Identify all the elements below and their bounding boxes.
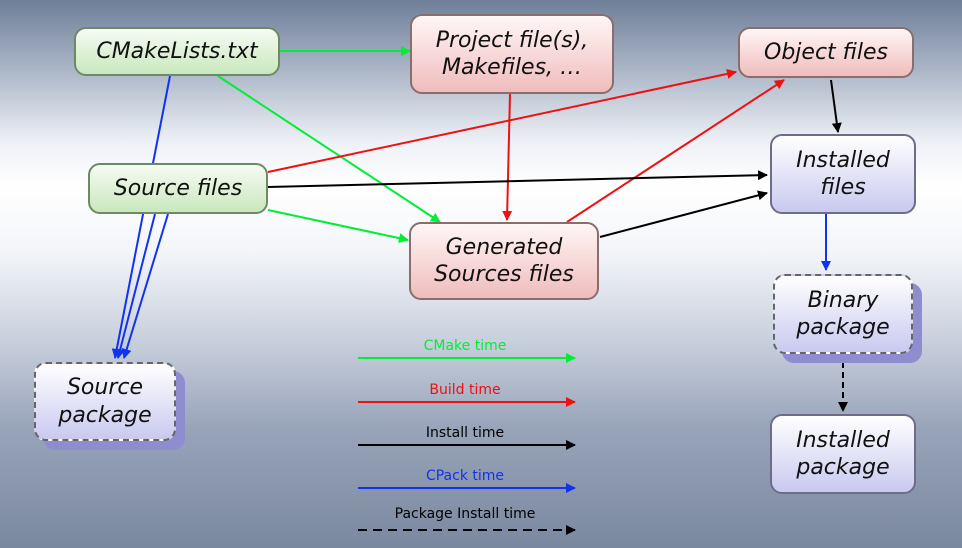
node-installed-package-line-2: package [796, 455, 890, 480]
edge-source-to-source-package-b [121, 213, 169, 359]
node-installed-files-line-2: files [820, 175, 866, 200]
edge-generated-to-installed [599, 190, 768, 238]
node-object-files: Object files [738, 27, 914, 78]
node-project-files-line-1: Project file(s), [435, 27, 589, 53]
edge-source-to-source-package-a [115, 213, 156, 359]
node-cmakelists-label: CMakeLists.txt [96, 38, 258, 64]
node-installed-files-line-1: Installed [796, 147, 890, 173]
node-object-files-label: Object files [764, 39, 888, 65]
legend-label-install: Install time [425, 425, 505, 441]
edge-object-to-installed [830, 79, 842, 133]
legend-label-cpack: CPack time [425, 468, 505, 484]
edge-source-to-installed [267, 170, 768, 188]
node-project-files-line-2: Makefiles, … [441, 55, 583, 80]
edge-generated-to-object [566, 79, 785, 223]
edge-source-to-object [267, 68, 737, 173]
node-generated-sources: Generated Sources files [409, 222, 599, 300]
node-generated-sources-line-1: Generated [445, 234, 563, 260]
node-cmakelists: CMakeLists.txt [74, 27, 280, 76]
node-binary-package-line-2: package [796, 315, 890, 340]
edge-cmakelists-to-generated [217, 75, 441, 223]
legend-label-cmake: CMake time [423, 338, 507, 354]
edge-source-to-generated [267, 209, 409, 244]
node-generated-sources-line-2: Sources files [434, 262, 574, 287]
node-project-files: Project file(s), Makefiles, … [410, 14, 614, 94]
legend-label-build: Build time [429, 382, 501, 398]
node-installed-package-line-1: Installed [796, 427, 890, 453]
node-source-package-line-2: package [58, 402, 152, 428]
node-binary-package: Binary package [773, 274, 913, 354]
legend-label-package-install: Package Install time [394, 506, 536, 522]
node-source-package: Source package [34, 362, 176, 441]
node-source-files-label: Source files [113, 175, 243, 201]
node-binary-package-line-1: Binary [807, 287, 879, 313]
node-source-package-line-1: Source [66, 375, 144, 400]
node-source-files: Source files [88, 163, 268, 214]
edge-cmakelists-to-source-package [111, 75, 171, 359]
edge-project-to-generated [502, 93, 513, 221]
node-installed-package: Installed package [770, 414, 916, 494]
node-installed-files: Installed files [770, 134, 916, 214]
